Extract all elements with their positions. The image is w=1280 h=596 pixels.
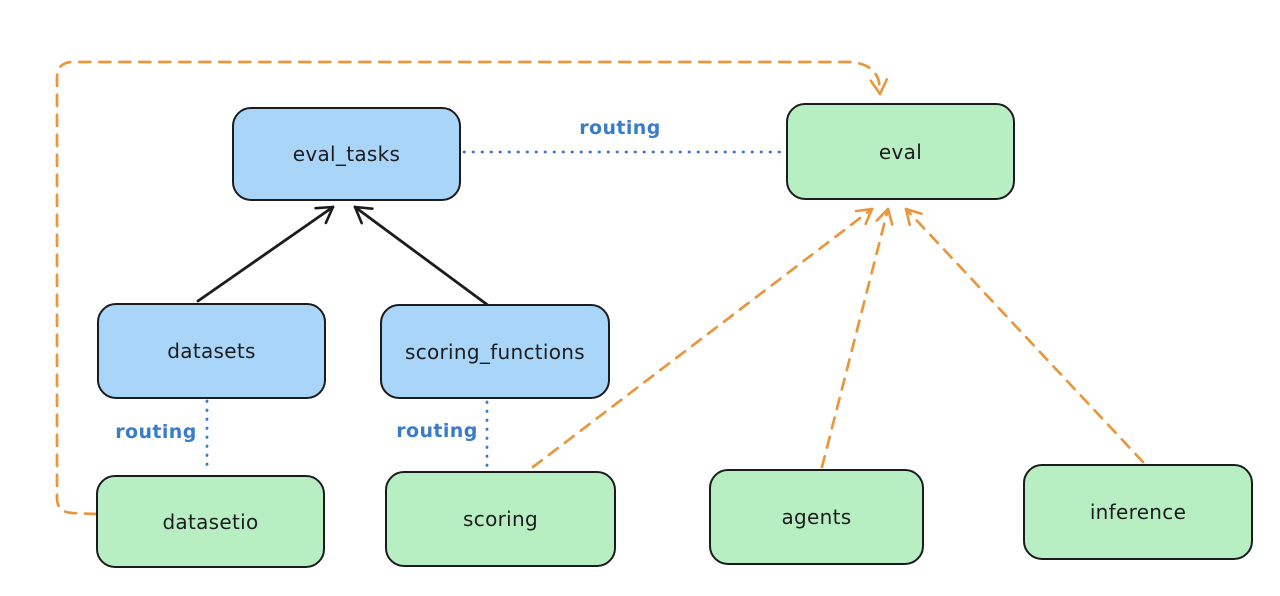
edge-datasetio-eval	[55, 60, 889, 516]
node-agents: agents	[709, 469, 924, 565]
node-inference: inference	[1023, 464, 1253, 560]
node-datasets: datasets	[97, 303, 326, 399]
node-scoring_functions-label: scoring_functions	[404, 339, 586, 364]
node-scoring: scoring	[385, 471, 616, 567]
edge-inference-eval	[904, 207, 1145, 464]
node-datasets-label: datasets	[167, 339, 256, 363]
routing-label-datasets-datasetio: routing	[115, 421, 197, 443]
node-eval-label: eval	[878, 139, 923, 164]
node-datasetio: datasetio	[96, 475, 325, 568]
edge-scoring_functions-eval_tasks	[353, 205, 491, 308]
node-eval_tasks-label: eval_tasks	[292, 142, 401, 166]
routing-label-scoring_functions-scoring: routing	[396, 420, 478, 442]
node-scoring_functions: scoring_functions	[380, 304, 610, 399]
node-scoring-label: scoring	[463, 507, 538, 531]
node-eval_tasks: eval_tasks	[232, 107, 461, 201]
node-inference-label: inference	[1089, 500, 1187, 524]
node-agents-label: agents	[781, 505, 852, 529]
edge-scoring-eval	[531, 207, 874, 469]
routing-label-eval_tasks-eval: routing	[579, 117, 661, 139]
edge-agents-eval	[820, 207, 894, 469]
edge-datasets-eval_tasks	[196, 205, 335, 303]
node-eval: eval	[786, 103, 1015, 200]
node-datasetio-label: datasetio	[162, 509, 259, 534]
